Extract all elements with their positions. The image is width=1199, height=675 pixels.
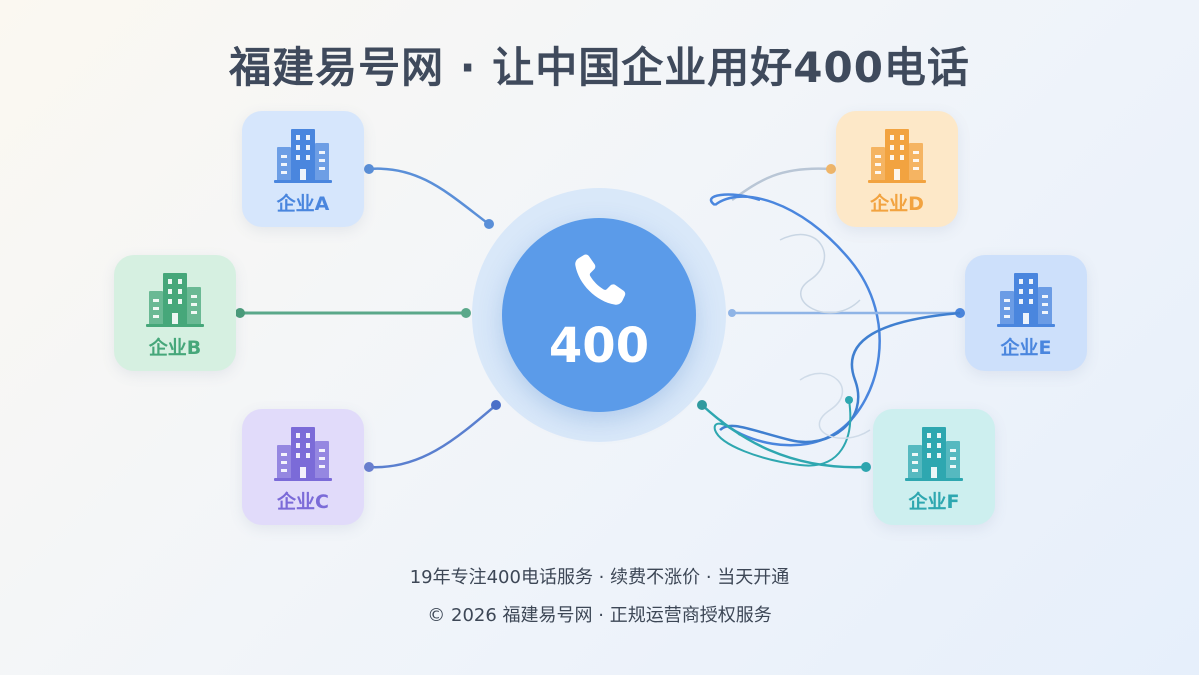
footer-copyright: © 2026 福建易号网 · 正规运营商授权服务 [427, 605, 772, 626]
building-icon [868, 129, 926, 183]
link-b-node [235, 308, 245, 318]
link-c [368, 404, 497, 469]
link-c-node [364, 462, 374, 472]
company-label: 企业D [870, 193, 924, 215]
link-e-loop [719, 311, 961, 444]
link-f-node-hub [697, 400, 707, 410]
hub-400[interactable]: 400 [502, 218, 696, 412]
link-e-node-hub [728, 309, 736, 317]
link-d-loop [714, 195, 881, 447]
link-c-node-hub [491, 400, 501, 410]
company-label: 企业B [148, 337, 202, 359]
building-icon [146, 273, 204, 327]
link-a [368, 167, 491, 226]
link-a-node [364, 164, 374, 174]
company-card-b[interactable]: 企业B [114, 255, 236, 371]
company-card-d[interactable]: 企业D [836, 111, 958, 227]
company-card-a[interactable]: 企业A [242, 111, 364, 227]
link-d-node [826, 164, 836, 174]
phone-icon [575, 254, 626, 305]
building-icon [997, 273, 1055, 327]
company-card-c[interactable]: 企业C [242, 409, 364, 525]
link-f-node [861, 462, 871, 472]
company-label: 企业A [276, 193, 330, 215]
hub-label: 400 [548, 318, 650, 374]
building-icon [905, 427, 963, 481]
company-card-e[interactable]: 企业E [965, 255, 1087, 371]
link-a-node-hub [484, 219, 494, 229]
company-label: 企业E [1000, 337, 1052, 359]
link-d-loop-b [709, 193, 761, 207]
page-title: 福建易号网 · 让中国企业用好400电话 [229, 43, 970, 92]
link-f [701, 404, 867, 469]
company-card-f[interactable]: 企业F [873, 409, 995, 525]
faint-swirl-2 [799, 372, 871, 439]
link-f-mid-node [845, 396, 853, 404]
company-label: 企业C [277, 491, 329, 513]
company-label: 企业F [908, 491, 960, 513]
link-b-node-hub [461, 308, 471, 318]
footer-tagline: 19年专注400电话服务 · 续费不涨价 · 当天开通 [409, 567, 790, 588]
link-d [731, 167, 832, 202]
building-icon [274, 427, 332, 481]
faint-swirl [779, 233, 861, 314]
building-icon [274, 129, 332, 183]
link-f-loop [713, 399, 852, 467]
